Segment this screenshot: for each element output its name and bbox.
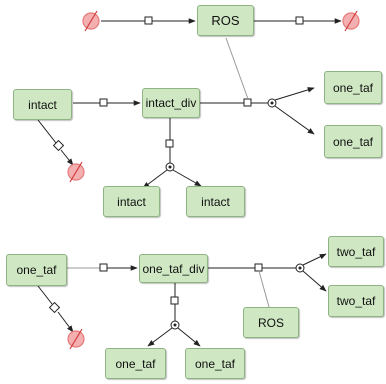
process-square-icon bbox=[48, 301, 61, 314]
reaction-intact-div-to-one-taf bbox=[200, 37, 315, 135]
reaction-one-taf-degradation bbox=[37, 285, 74, 333]
process-square-icon bbox=[52, 139, 65, 152]
process-square-icon bbox=[254, 263, 263, 272]
empty-set-icon bbox=[342, 10, 360, 32]
reaction-intact-to-intact-div bbox=[73, 98, 141, 107]
empty-set-icon bbox=[67, 161, 85, 183]
reaction-one-taf-to-one-taf-div bbox=[67, 263, 138, 272]
process-square-icon bbox=[165, 139, 174, 148]
empty-set-icon bbox=[67, 328, 85, 350]
process-square-icon bbox=[144, 16, 153, 25]
reaction-ros-production bbox=[101, 16, 196, 25]
process-square-icon bbox=[99, 263, 108, 272]
node-intact[interactable]: intact bbox=[13, 89, 72, 120]
node-intact-out-2[interactable]: intact bbox=[186, 186, 245, 217]
reaction-ros-degradation bbox=[254, 16, 342, 25]
node-two-taf-b[interactable]: two_taf bbox=[328, 285, 384, 317]
process-square-icon bbox=[295, 16, 304, 25]
process-square-icon bbox=[243, 98, 252, 107]
node-one-taf-div[interactable]: one_taf_div bbox=[139, 254, 208, 283]
node-one-taf-source[interactable]: one_taf bbox=[6, 254, 67, 286]
node-intact-out-1[interactable]: intact bbox=[103, 186, 160, 217]
node-one-taf-b[interactable]: one_taf bbox=[324, 125, 382, 158]
process-square-icon bbox=[99, 98, 108, 107]
node-one-taf-a[interactable]: one_taf bbox=[324, 71, 382, 104]
reaction-one-taf-div-to-one-taf bbox=[147, 283, 201, 347]
empty-set-icon bbox=[82, 10, 100, 32]
node-one-taf-out-1[interactable]: one_taf bbox=[105, 348, 166, 379]
reaction-intact-degradation bbox=[37, 119, 74, 166]
node-two-taf-a[interactable]: two_taf bbox=[328, 236, 384, 267]
node-intact-div[interactable]: intact_div bbox=[142, 88, 200, 118]
node-one-taf-out-2[interactable]: one_taf bbox=[185, 348, 245, 379]
process-square-icon bbox=[170, 296, 179, 305]
reaction-intact-div-to-intact bbox=[142, 118, 202, 189]
node-ros-bottom[interactable]: ROS bbox=[243, 307, 299, 338]
reaction-one-taf-div-to-two-taf bbox=[208, 253, 327, 308]
node-ros-top[interactable]: ROS bbox=[197, 5, 254, 36]
